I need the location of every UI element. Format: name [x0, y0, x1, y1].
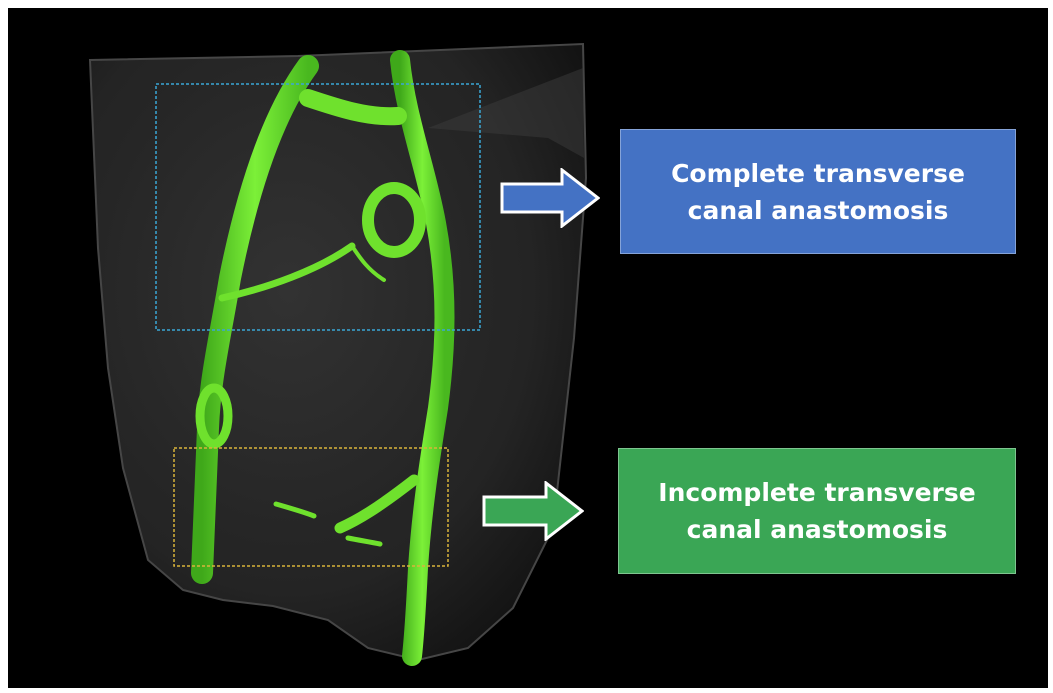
incomplete-anastomosis-label: Incomplete transverse canal anastomosis — [658, 474, 975, 548]
complete-anastomosis-label-box: Complete transverse canal anastomosis — [620, 129, 1016, 254]
figure-frame: Complete transverse canal anastomosis In… — [8, 8, 1048, 688]
incomplete-anastomosis-label-box: Incomplete transverse canal anastomosis — [618, 448, 1016, 574]
right-arrow-icon — [500, 168, 600, 228]
tooth-root-volume — [90, 44, 586, 660]
complete-anastomosis-label: Complete transverse canal anastomosis — [671, 155, 965, 229]
root-canal-3d-render — [8, 8, 1048, 688]
right-arrow-icon — [482, 481, 584, 541]
